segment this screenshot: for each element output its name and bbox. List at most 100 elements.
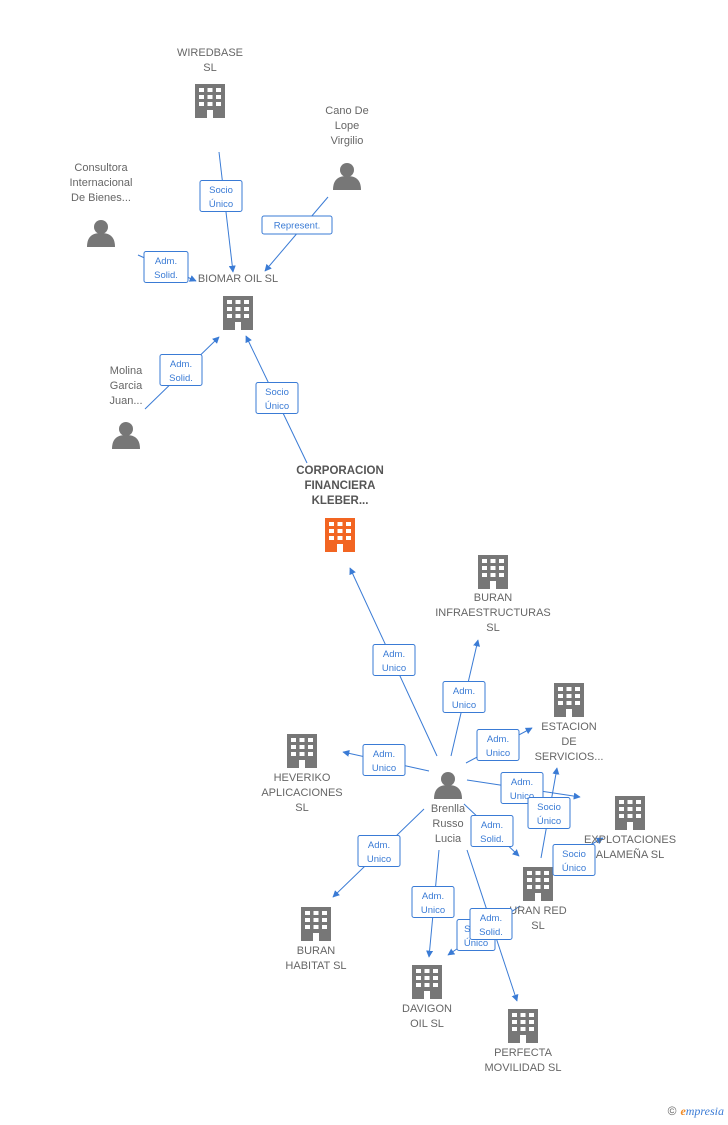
node-buran-infra[interactable]: BURAN INFRAESTRUCTURAS SL (435, 555, 551, 634)
relation-label-box[interactable] (159, 354, 203, 386)
building-icon[interactable] (508, 1009, 538, 1043)
node-label-line: ALAMEÑA SL (596, 848, 664, 861)
building-icon[interactable] (615, 796, 645, 830)
relation-label-text: Unico (372, 763, 396, 774)
relation-label[interactable]: Adm.Unico (411, 886, 455, 918)
relation-label-text: Solid. (169, 373, 193, 384)
relation-label-box[interactable] (469, 908, 513, 940)
building-icon[interactable] (223, 296, 253, 330)
building-icon[interactable] (412, 965, 442, 999)
node-label-line: KLEBER... (312, 495, 369, 507)
relation-label[interactable]: Adm.Unico (357, 835, 401, 867)
building-icon[interactable] (325, 518, 355, 552)
node-label-line: APLICACIONES (261, 787, 342, 799)
relation-label-text: Unico (382, 663, 406, 674)
relation-label-text: Único (464, 938, 488, 949)
node-molina[interactable]: MolinaGarciaJuan... (109, 365, 143, 449)
relation-label-text: Socio (562, 849, 586, 860)
relation-label[interactable]: Adm.Solid. (159, 354, 203, 386)
relation-label[interactable]: Adm.Unico (362, 744, 406, 776)
node-label-line: BURAN (474, 592, 513, 604)
empresia-watermark: ©empresia (668, 1104, 724, 1119)
relation-label-box[interactable] (442, 681, 486, 713)
relation-label[interactable]: Represent. (261, 215, 333, 235)
building-icon[interactable] (523, 867, 553, 901)
relation-label[interactable]: Adm.Solid. (143, 251, 189, 283)
relation-label-box[interactable] (411, 886, 455, 918)
building-icon[interactable] (554, 683, 584, 717)
relation-label-box[interactable] (500, 772, 544, 804)
node-label-line: INFRAESTRUCTURAS (435, 607, 551, 619)
node-label-line: Lope (335, 120, 359, 132)
building-icon[interactable] (195, 84, 225, 118)
node-label-line: SL (203, 62, 216, 74)
node-label-line: Virgilio (331, 135, 364, 147)
relation-labels-layer: SocioÚnicoRepresent.Adm.Solid.Adm.Solid.… (143, 180, 596, 951)
node-label-line: SERVICIOS... (535, 751, 604, 763)
node-label-line: SL (486, 622, 499, 634)
relation-label[interactable]: Adm. Unico (500, 772, 544, 804)
building-icon[interactable] (478, 555, 508, 589)
brand-initial: e (680, 1104, 686, 1118)
person-icon[interactable] (333, 163, 361, 190)
relation-label-text: Adm. (480, 913, 502, 924)
node-biomar[interactable]: BIOMAR OIL SL (198, 273, 278, 330)
node-label-line: CORPORACION (296, 465, 384, 477)
building-icon[interactable] (301, 907, 331, 941)
relation-label-box[interactable] (470, 815, 514, 847)
relation-label-box[interactable] (199, 180, 243, 212)
relation-label-text: Unico (452, 700, 476, 711)
node-label-line: Juan... (109, 395, 142, 407)
relation-label[interactable]: Adm.Unico (442, 681, 486, 713)
relation-label[interactable]: Adm.Unico (372, 644, 416, 676)
node-label-line: Brenlla (431, 803, 466, 815)
node-label-line: FINANCIERA (305, 480, 376, 492)
node-label-line: BIOMAR OIL SL (198, 273, 278, 285)
relation-label-box[interactable] (476, 729, 520, 761)
relation-label[interactable]: Adm.Solid. (469, 908, 513, 940)
relation-label-box[interactable] (261, 215, 333, 235)
node-label-line: BURAN (297, 945, 336, 957)
relation-label-text: Socio (209, 185, 233, 196)
relation-label-box[interactable] (255, 382, 299, 414)
node-label-line: Internacional (70, 177, 133, 189)
node-corporacion[interactable]: CORPORACION FINANCIERA KLEBER... (296, 465, 384, 552)
relation-label-text: Solid. (154, 270, 178, 281)
relation-label-text: Único (265, 401, 289, 412)
relation-label-box[interactable] (527, 797, 571, 829)
relation-label-box[interactable] (362, 744, 406, 776)
relation-label-box[interactable] (357, 835, 401, 867)
person-icon[interactable] (87, 220, 115, 247)
node-estacion[interactable]: ESTACIONDESERVICIOS... (535, 683, 604, 763)
relation-label-text: Único (562, 863, 586, 874)
node-label-line: ESTACION (541, 721, 596, 733)
relation-label[interactable]: Adm.Unico (476, 729, 520, 761)
copyright-symbol: © (667, 1104, 677, 1118)
relation-label-box[interactable] (143, 251, 189, 283)
relation-label-text: Unico (510, 791, 534, 802)
building-icon[interactable] (287, 734, 317, 768)
node-label-line: DAVIGON (402, 1003, 452, 1015)
relation-label-box[interactable] (372, 644, 416, 676)
person-icon[interactable] (434, 772, 462, 799)
relation-label-box[interactable] (552, 844, 596, 876)
relation-label-text: Adm. (511, 777, 533, 788)
relation-label[interactable]: Adm.Solid. (470, 815, 514, 847)
person-icon[interactable] (112, 422, 140, 449)
relation-label-text: Único (537, 816, 561, 827)
node-label-line: SL (531, 920, 544, 932)
